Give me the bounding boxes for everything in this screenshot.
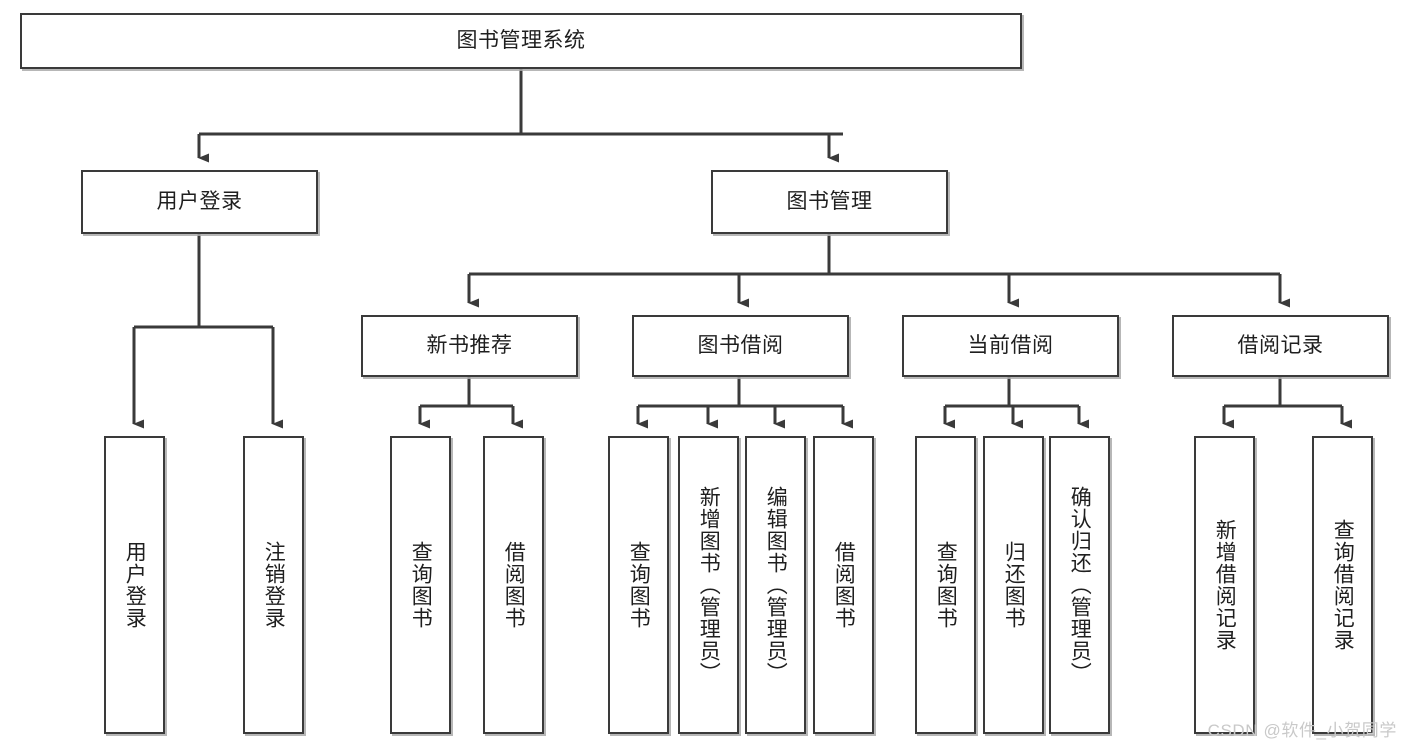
leaf-current-borrow-confirm-label: 确认归还（管理员） [1068, 486, 1092, 684]
node-user-login-label: 用户登录 [156, 190, 243, 214]
leaf-user-login-logout[interactable]: 注销登录 [243, 436, 304, 734]
leaf-book-borrow-query[interactable]: 查询图书 [608, 436, 669, 734]
leaf-book-borrow-add-label: 新增图书（管理员） [697, 486, 721, 684]
leaf-borrow-record-add[interactable]: 新增借阅记录 [1194, 436, 1255, 734]
leaf-book-borrow-edit-label: 编辑图书（管理员） [764, 486, 788, 684]
node-book-borrow[interactable]: 图书借阅 [632, 315, 849, 377]
node-book-management-label: 图书管理 [786, 190, 873, 214]
leaf-book-borrow-borrow-label: 借阅图书 [832, 541, 856, 629]
node-book-management[interactable]: 图书管理 [711, 170, 948, 234]
node-book-borrow-label: 图书借阅 [697, 334, 784, 358]
node-user-login[interactable]: 用户登录 [81, 170, 318, 234]
leaf-new-book-borrow-label: 借阅图书 [502, 541, 526, 629]
leaf-book-borrow-borrow[interactable]: 借阅图书 [813, 436, 874, 734]
leaf-book-borrow-add[interactable]: 新增图书（管理员） [678, 436, 739, 734]
node-new-book-recommend[interactable]: 新书推荐 [361, 315, 578, 377]
leaf-borrow-record-query[interactable]: 查询借阅记录 [1312, 436, 1373, 734]
leaf-current-borrow-query-label: 查询图书 [934, 541, 958, 629]
node-root-system-label: 图书管理系统 [456, 29, 586, 53]
leaf-user-login-logout-label: 注销登录 [262, 541, 286, 629]
leaf-book-borrow-query-label: 查询图书 [627, 541, 651, 629]
node-current-borrow[interactable]: 当前借阅 [902, 315, 1119, 377]
leaf-user-login-login-label: 用户登录 [123, 541, 147, 629]
leaf-current-borrow-return[interactable]: 归还图书 [983, 436, 1044, 734]
node-borrow-record-label: 借阅记录 [1237, 334, 1324, 358]
node-borrow-record[interactable]: 借阅记录 [1172, 315, 1389, 377]
leaf-user-login-login[interactable]: 用户登录 [104, 436, 165, 734]
leaf-current-borrow-return-label: 归还图书 [1002, 541, 1026, 629]
node-new-book-recommend-label: 新书推荐 [426, 334, 513, 358]
leaf-current-borrow-query[interactable]: 查询图书 [915, 436, 976, 734]
leaf-book-borrow-edit[interactable]: 编辑图书（管理员） [745, 436, 806, 734]
leaf-borrow-record-query-label: 查询借阅记录 [1331, 519, 1355, 651]
leaf-borrow-record-add-label: 新增借阅记录 [1213, 519, 1237, 651]
leaf-current-borrow-confirm[interactable]: 确认归还（管理员） [1049, 436, 1110, 734]
leaf-new-book-borrow[interactable]: 借阅图书 [483, 436, 544, 734]
leaf-new-book-query[interactable]: 查询图书 [390, 436, 451, 734]
csdn-watermark: CSDN @软件_小贺同学 [1207, 721, 1397, 740]
node-current-borrow-label: 当前借阅 [967, 334, 1054, 358]
leaf-new-book-query-label: 查询图书 [409, 541, 433, 629]
node-root-system[interactable]: 图书管理系统 [20, 13, 1022, 69]
